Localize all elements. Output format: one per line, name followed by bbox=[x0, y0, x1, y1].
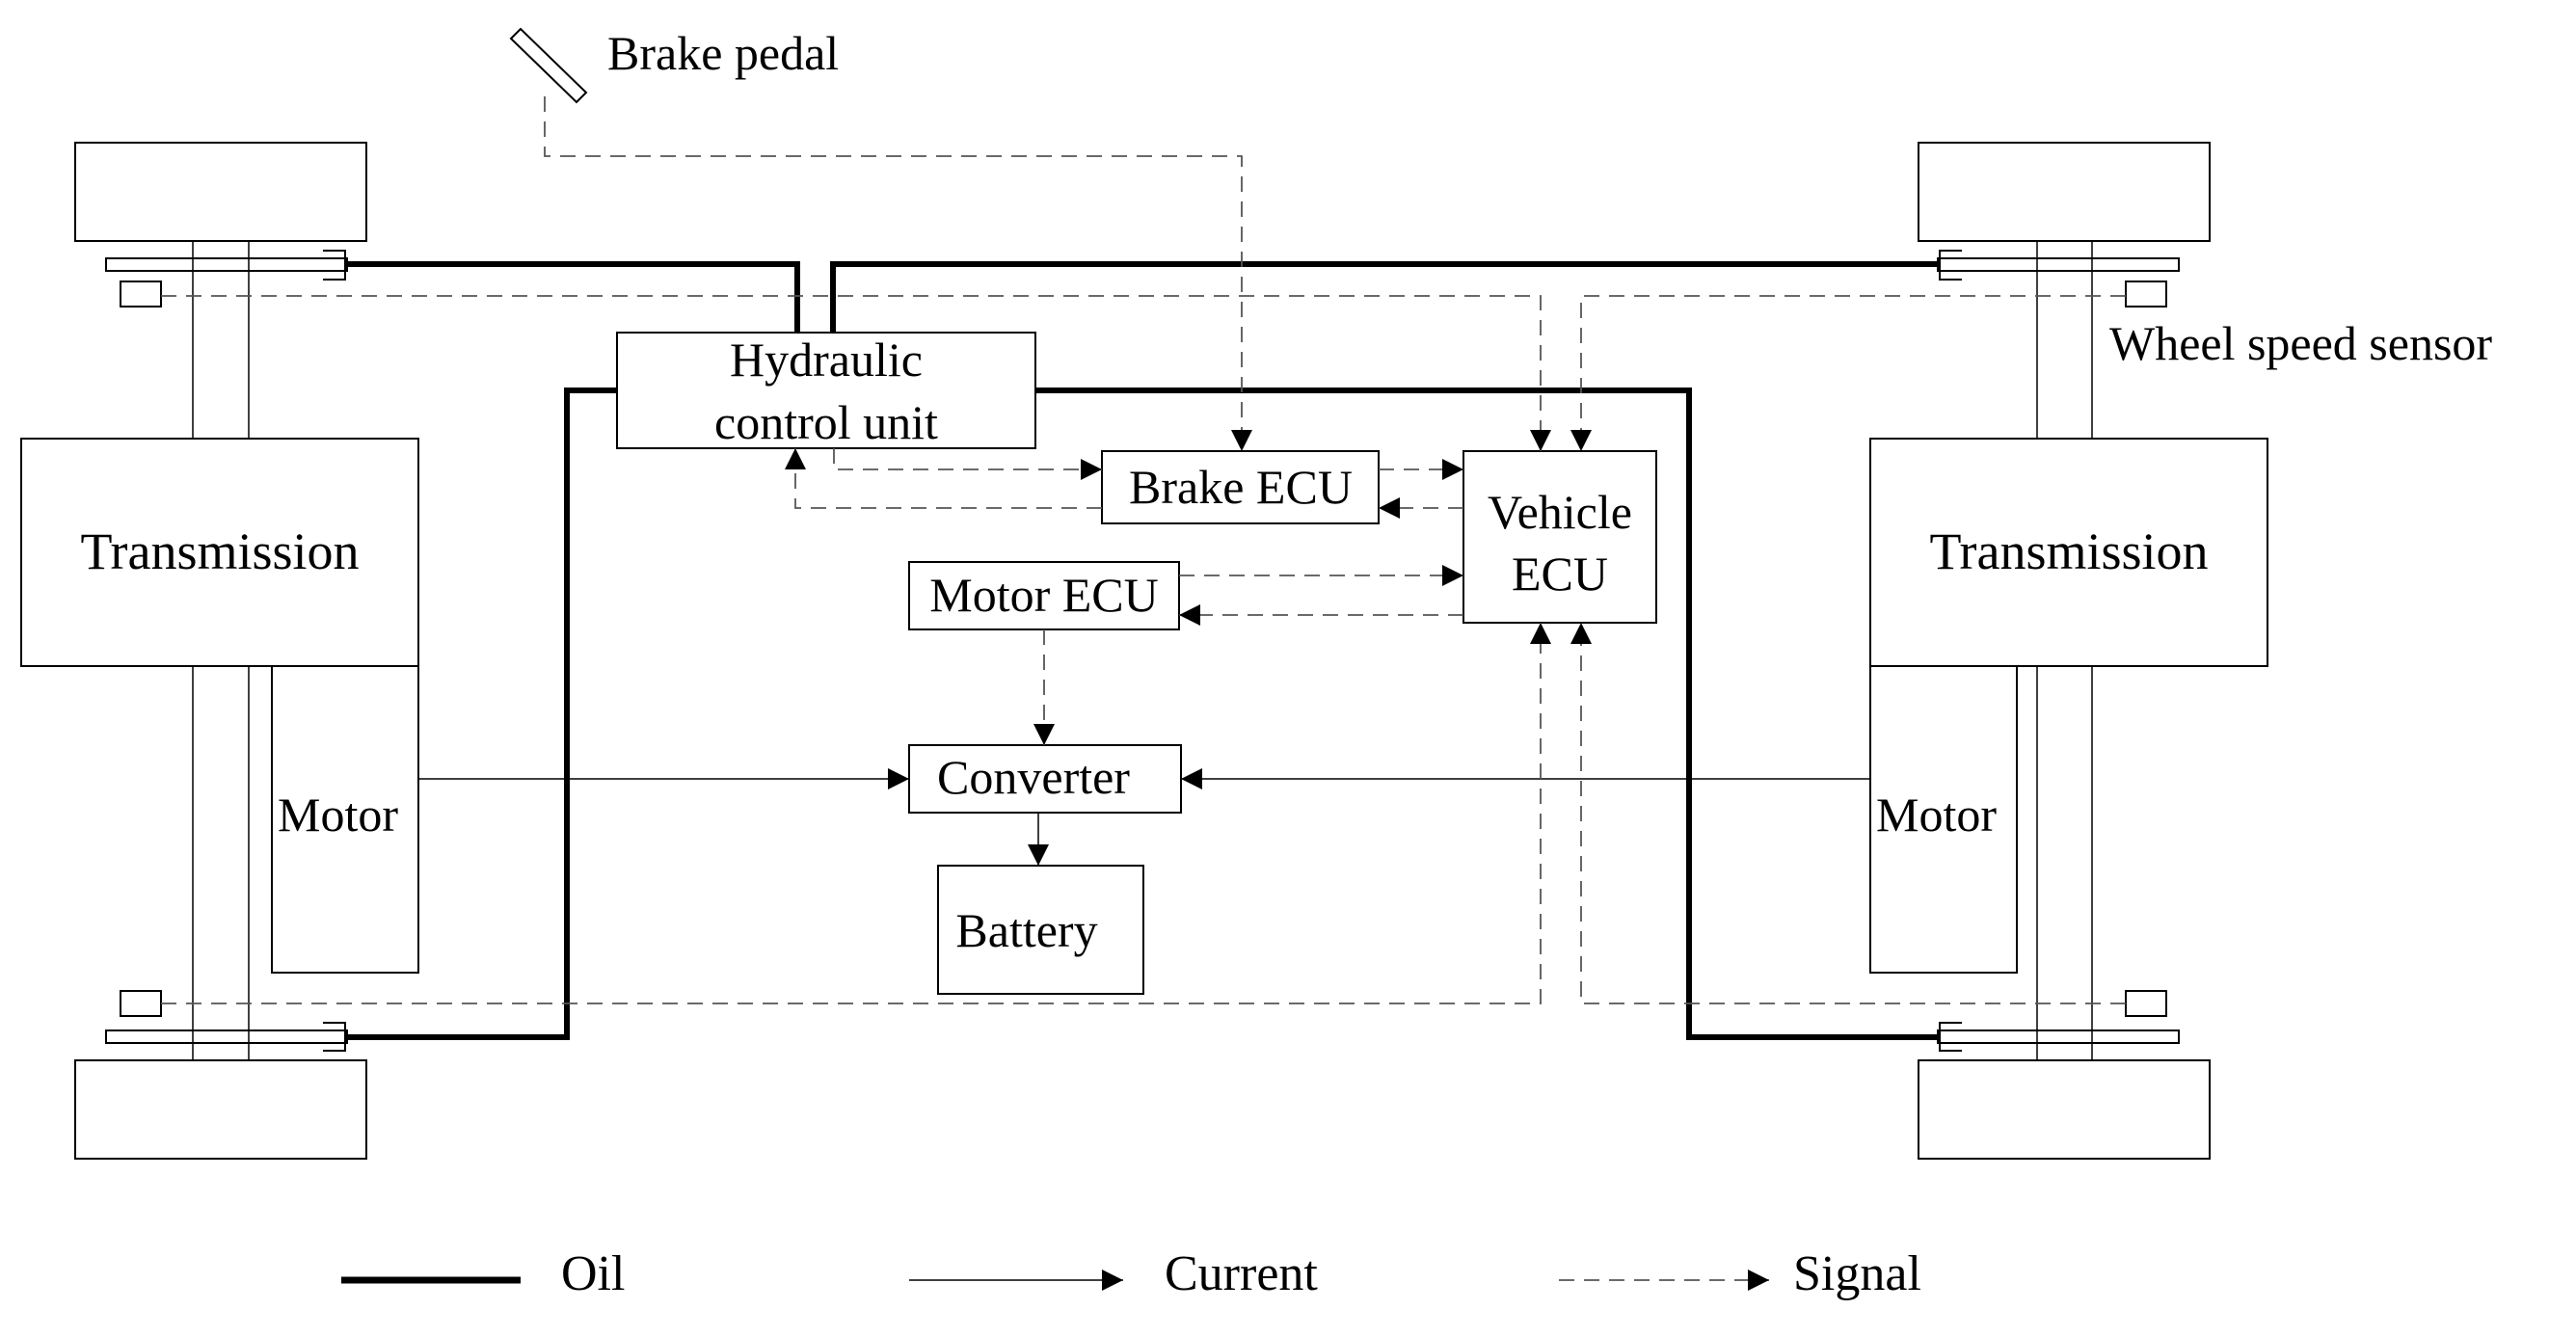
wheel-rear-right bbox=[1918, 1059, 2211, 1160]
legend: Oil Current Signal bbox=[341, 1246, 1921, 1301]
motor-ecu-box bbox=[908, 561, 1180, 630]
signal-lines bbox=[161, 96, 2126, 1004]
brake-disc-rear-left bbox=[105, 1022, 348, 1052]
left-axle bbox=[192, 241, 250, 1060]
transmission-left-label: Transmission bbox=[80, 522, 359, 580]
brake-disc-front-right bbox=[1937, 250, 2180, 281]
legend-oil-label: Oil bbox=[561, 1246, 625, 1301]
vehicle-ecu-label-1: Vehicle bbox=[1488, 485, 1632, 539]
transmission-right-label: Transmission bbox=[1929, 522, 2208, 580]
motor-left-label: Motor bbox=[278, 788, 398, 842]
hydraulic-control-unit-label-2: control unit bbox=[714, 395, 938, 449]
brake-pedal-icon bbox=[509, 27, 588, 104]
brake-ecu-box bbox=[1101, 450, 1380, 524]
battery-label: Battery bbox=[955, 903, 1097, 957]
converter-label: Converter bbox=[937, 750, 1130, 804]
wheel-front-right bbox=[1918, 142, 2211, 242]
transmission-right-box bbox=[1869, 438, 2268, 667]
motor-left-box bbox=[271, 665, 419, 974]
vehicle-ecu-label-2: ECU bbox=[1512, 547, 1608, 601]
converter-box bbox=[908, 744, 1182, 814]
wheel-front-left bbox=[74, 142, 367, 242]
brake-pedal-label: Brake pedal bbox=[607, 26, 839, 80]
brake-ecu-label: Brake ECU bbox=[1129, 460, 1353, 514]
motor-right-box bbox=[1869, 665, 2018, 974]
legend-current-label: Current bbox=[1165, 1246, 1318, 1301]
wheel-rear-left bbox=[74, 1059, 367, 1160]
hydraulic-control-unit-box bbox=[616, 332, 1036, 449]
battery-box bbox=[937, 865, 1144, 995]
brake-disc-rear-right bbox=[1937, 1022, 2180, 1052]
right-axle bbox=[2036, 241, 2093, 1060]
transmission-left-box bbox=[20, 438, 419, 667]
legend-signal-label: Signal bbox=[1793, 1246, 1921, 1301]
vehicle-ecu-box bbox=[1462, 450, 1657, 624]
wheel-speed-sensor-label: Wheel speed sensor bbox=[2109, 316, 2492, 370]
wheel-speed-sensor-rr bbox=[2125, 990, 2167, 1017]
current-lines bbox=[418, 768, 1870, 866]
motor-right-label: Motor bbox=[1876, 788, 1997, 842]
wheel-speed-sensor-rl bbox=[120, 990, 162, 1017]
hydraulic-control-unit-label-1: Hydraulic bbox=[730, 333, 923, 387]
wheel-speed-sensor-fl bbox=[120, 281, 162, 308]
motor-ecu-label: Motor ECU bbox=[929, 568, 1159, 622]
wheel-speed-sensor-fr bbox=[2125, 281, 2167, 308]
brake-disc-front-left bbox=[105, 250, 348, 281]
oil-lines bbox=[345, 261, 1940, 1040]
